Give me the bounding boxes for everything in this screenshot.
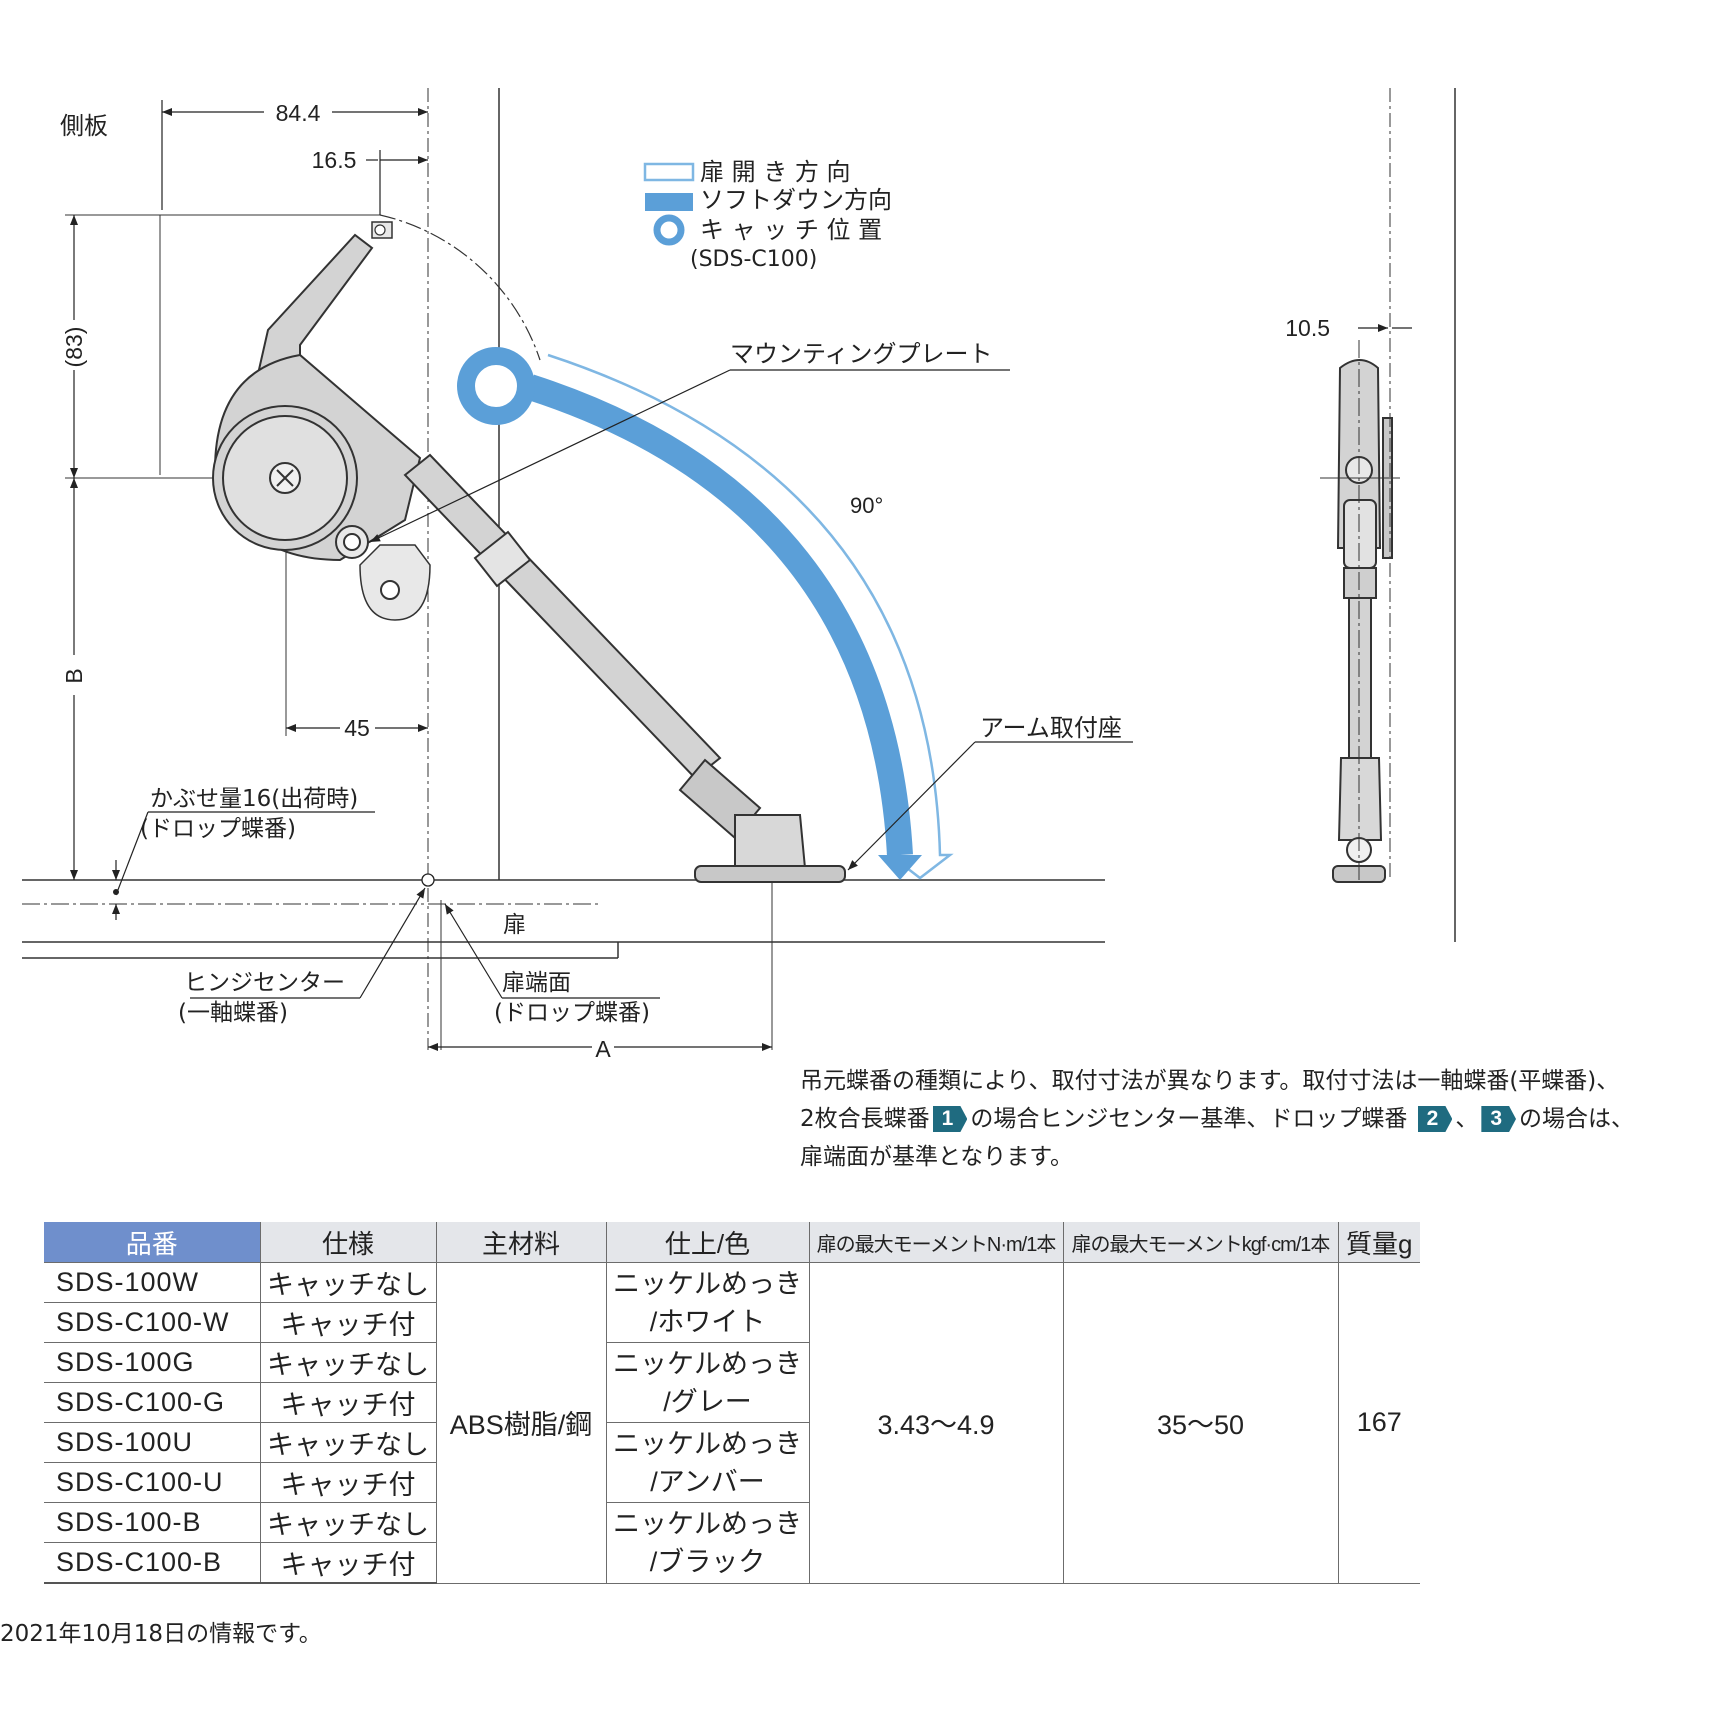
spec-cell: キャッチ付 [259,1382,436,1423]
legend-catch-position: キ ャ ッ チ 位 置 [700,216,882,244]
finish-cell: ニッケルめっき/ホワイト [605,1262,810,1343]
overlay-sub-label: (ドロップ蝶番) [140,816,296,842]
reference-lines [22,88,1105,1050]
door-edge-sub-label: (ドロップ蝶番) [494,1000,650,1026]
header-mass: 質量g [1337,1222,1420,1263]
dim-b: B [61,668,87,683]
badge-1: 1 [932,1106,968,1132]
finish-cell: ニッケルめっき/ブラック [605,1502,809,1584]
installation-diagram: 側板 84.4 16.5 (83) B 45 A 10.5 90° 扉 開 き … [22,88,1456,1062]
product-code: SDS-100-B [44,1502,261,1543]
spec-cell: キャッチ付 [259,1462,436,1503]
door-label: 扉 [503,912,526,938]
hinge-center-label: ヒンジセンター [184,970,345,996]
stay-arm [403,453,846,883]
soft-down-direction-arrow [526,374,913,856]
note-line-1: 吊元蝶番の種類により、取付寸法が異なります。取付寸法は一軸蝶番(平蝶番)、 [800,1068,1620,1094]
badge-3: 3 [1481,1106,1517,1132]
table-row: SDS-C100-U キャッチ付 [44,1462,1420,1503]
table-row: SDS-100W キャッチなし ABS樹脂/鋼 ニッケルめっき/ホワイト 3.4… [44,1262,1420,1584]
header-spec: 仕様 [259,1222,437,1263]
spec-cell: キャッチなし [259,1342,437,1383]
moment-nm-cell: 3.43〜4.9 [808,1262,1064,1584]
header-moment-kgf: 扉の最大モーメントkgf·cm/1本 [1062,1222,1339,1263]
header-finish: 仕上/色 [605,1222,810,1263]
moment-kgf-cell: 35〜50 [1062,1262,1339,1584]
side-panel-label: 側板 [60,112,108,140]
dim-10-5: 10.5 [1285,315,1330,341]
mass-cell: 167 [1337,1262,1420,1584]
spec-cell: キャッチなし [259,1502,437,1543]
legend-catch-model: (SDS-C100) [690,247,817,272]
table-row: SDS-100-B キャッチなし ニッケルめっき/ブラック [44,1502,1420,1584]
side-view-lines [1320,88,1456,942]
product-code: SDS-C100-W [44,1302,261,1343]
product-code: SDS-100W [44,1262,261,1303]
legend-swatch-softdown [645,193,693,211]
leader-lines [115,369,1133,999]
dim-45: 45 [344,715,370,741]
spec-cell: キャッチなし [259,1262,437,1303]
product-code: SDS-C100-U [44,1462,261,1503]
table-row: SDS-C100-G キャッチ付 [44,1382,1420,1423]
arm-mount-label: アーム取付座 [980,714,1122,742]
table-row: SDS-C100-W キャッチ付 [44,1302,1420,1343]
spec-cell: キャッチ付 [259,1302,436,1343]
header-moment-nm: 扉の最大モーメントN·m/1本 [808,1222,1064,1263]
note-line-3: 扉端面が基準となります。 [800,1144,1074,1170]
product-code: SDS-100G [44,1342,261,1383]
product-code: SDS-C100-G [44,1382,261,1423]
info-date-footer: 2021年10月18日の情報です。 [0,1621,322,1647]
legend-swatch-open [643,162,695,182]
mounting-plate-label: マウンティングプレート [730,340,993,368]
table-row: SDS-100U キャッチなし ニッケルめっき/アンバー [44,1422,1420,1503]
dim-84-4: 84.4 [276,100,321,126]
header-product-code: 品番 [44,1222,261,1263]
product-code: SDS-C100-B [44,1542,261,1584]
overlay-label: かぶせ量16(出荷時) [150,786,358,812]
table-row: SDS-C100-B キャッチ付 [44,1542,1420,1584]
spec-cell: キャッチなし [259,1422,437,1463]
dim-a: A [595,1036,611,1062]
soft-down-stay-body [212,221,431,621]
table-row: SDS-100G キャッチなし ニッケルめっき/グレー [44,1342,1420,1423]
finish-cell: ニッケルめっき/グレー [605,1342,809,1423]
side-view-part [1332,359,1393,883]
soft-down-arrowhead [878,855,922,880]
installation-note: 吊元蝶番の種類により、取付寸法が異なります。取付寸法は一軸蝶番(平蝶番)、 2枚… [800,1062,1720,1176]
dimension-lines [70,100,1412,1051]
badge-2: 2 [1417,1106,1453,1132]
finish-cell: ニッケルめっき/アンバー [605,1422,809,1503]
swing-arc [379,214,541,361]
header-material: 主材料 [435,1222,607,1263]
material-cell: ABS樹脂/鋼 [435,1262,607,1584]
catch-position-marker [457,347,535,425]
table-header-row: 品番 仕様 主材料 仕上/色 扉の最大モーメントN·m/1本 扉の最大モーメント… [44,1222,1420,1263]
spec-table: 品番 仕様 主材料 仕上/色 扉の最大モーメントN·m/1本 扉の最大モーメント… [44,1222,1420,1584]
dim-83: (83) [61,327,87,368]
spec-cell: キャッチ付 [259,1542,436,1584]
legend-door-open: 扉 開 き 方 向 [700,158,851,186]
door-edge-label: 扉端面 [502,970,571,996]
product-code: SDS-100U [44,1422,261,1463]
legend-soft-down: ソフトダウン方向 [700,186,892,214]
legend-swatch-catch [653,214,685,246]
dim-16-5: 16.5 [312,147,357,173]
hinge-center-sub-label: (一軸蝶番) [178,1000,288,1026]
angle-label: 90° [850,493,883,518]
